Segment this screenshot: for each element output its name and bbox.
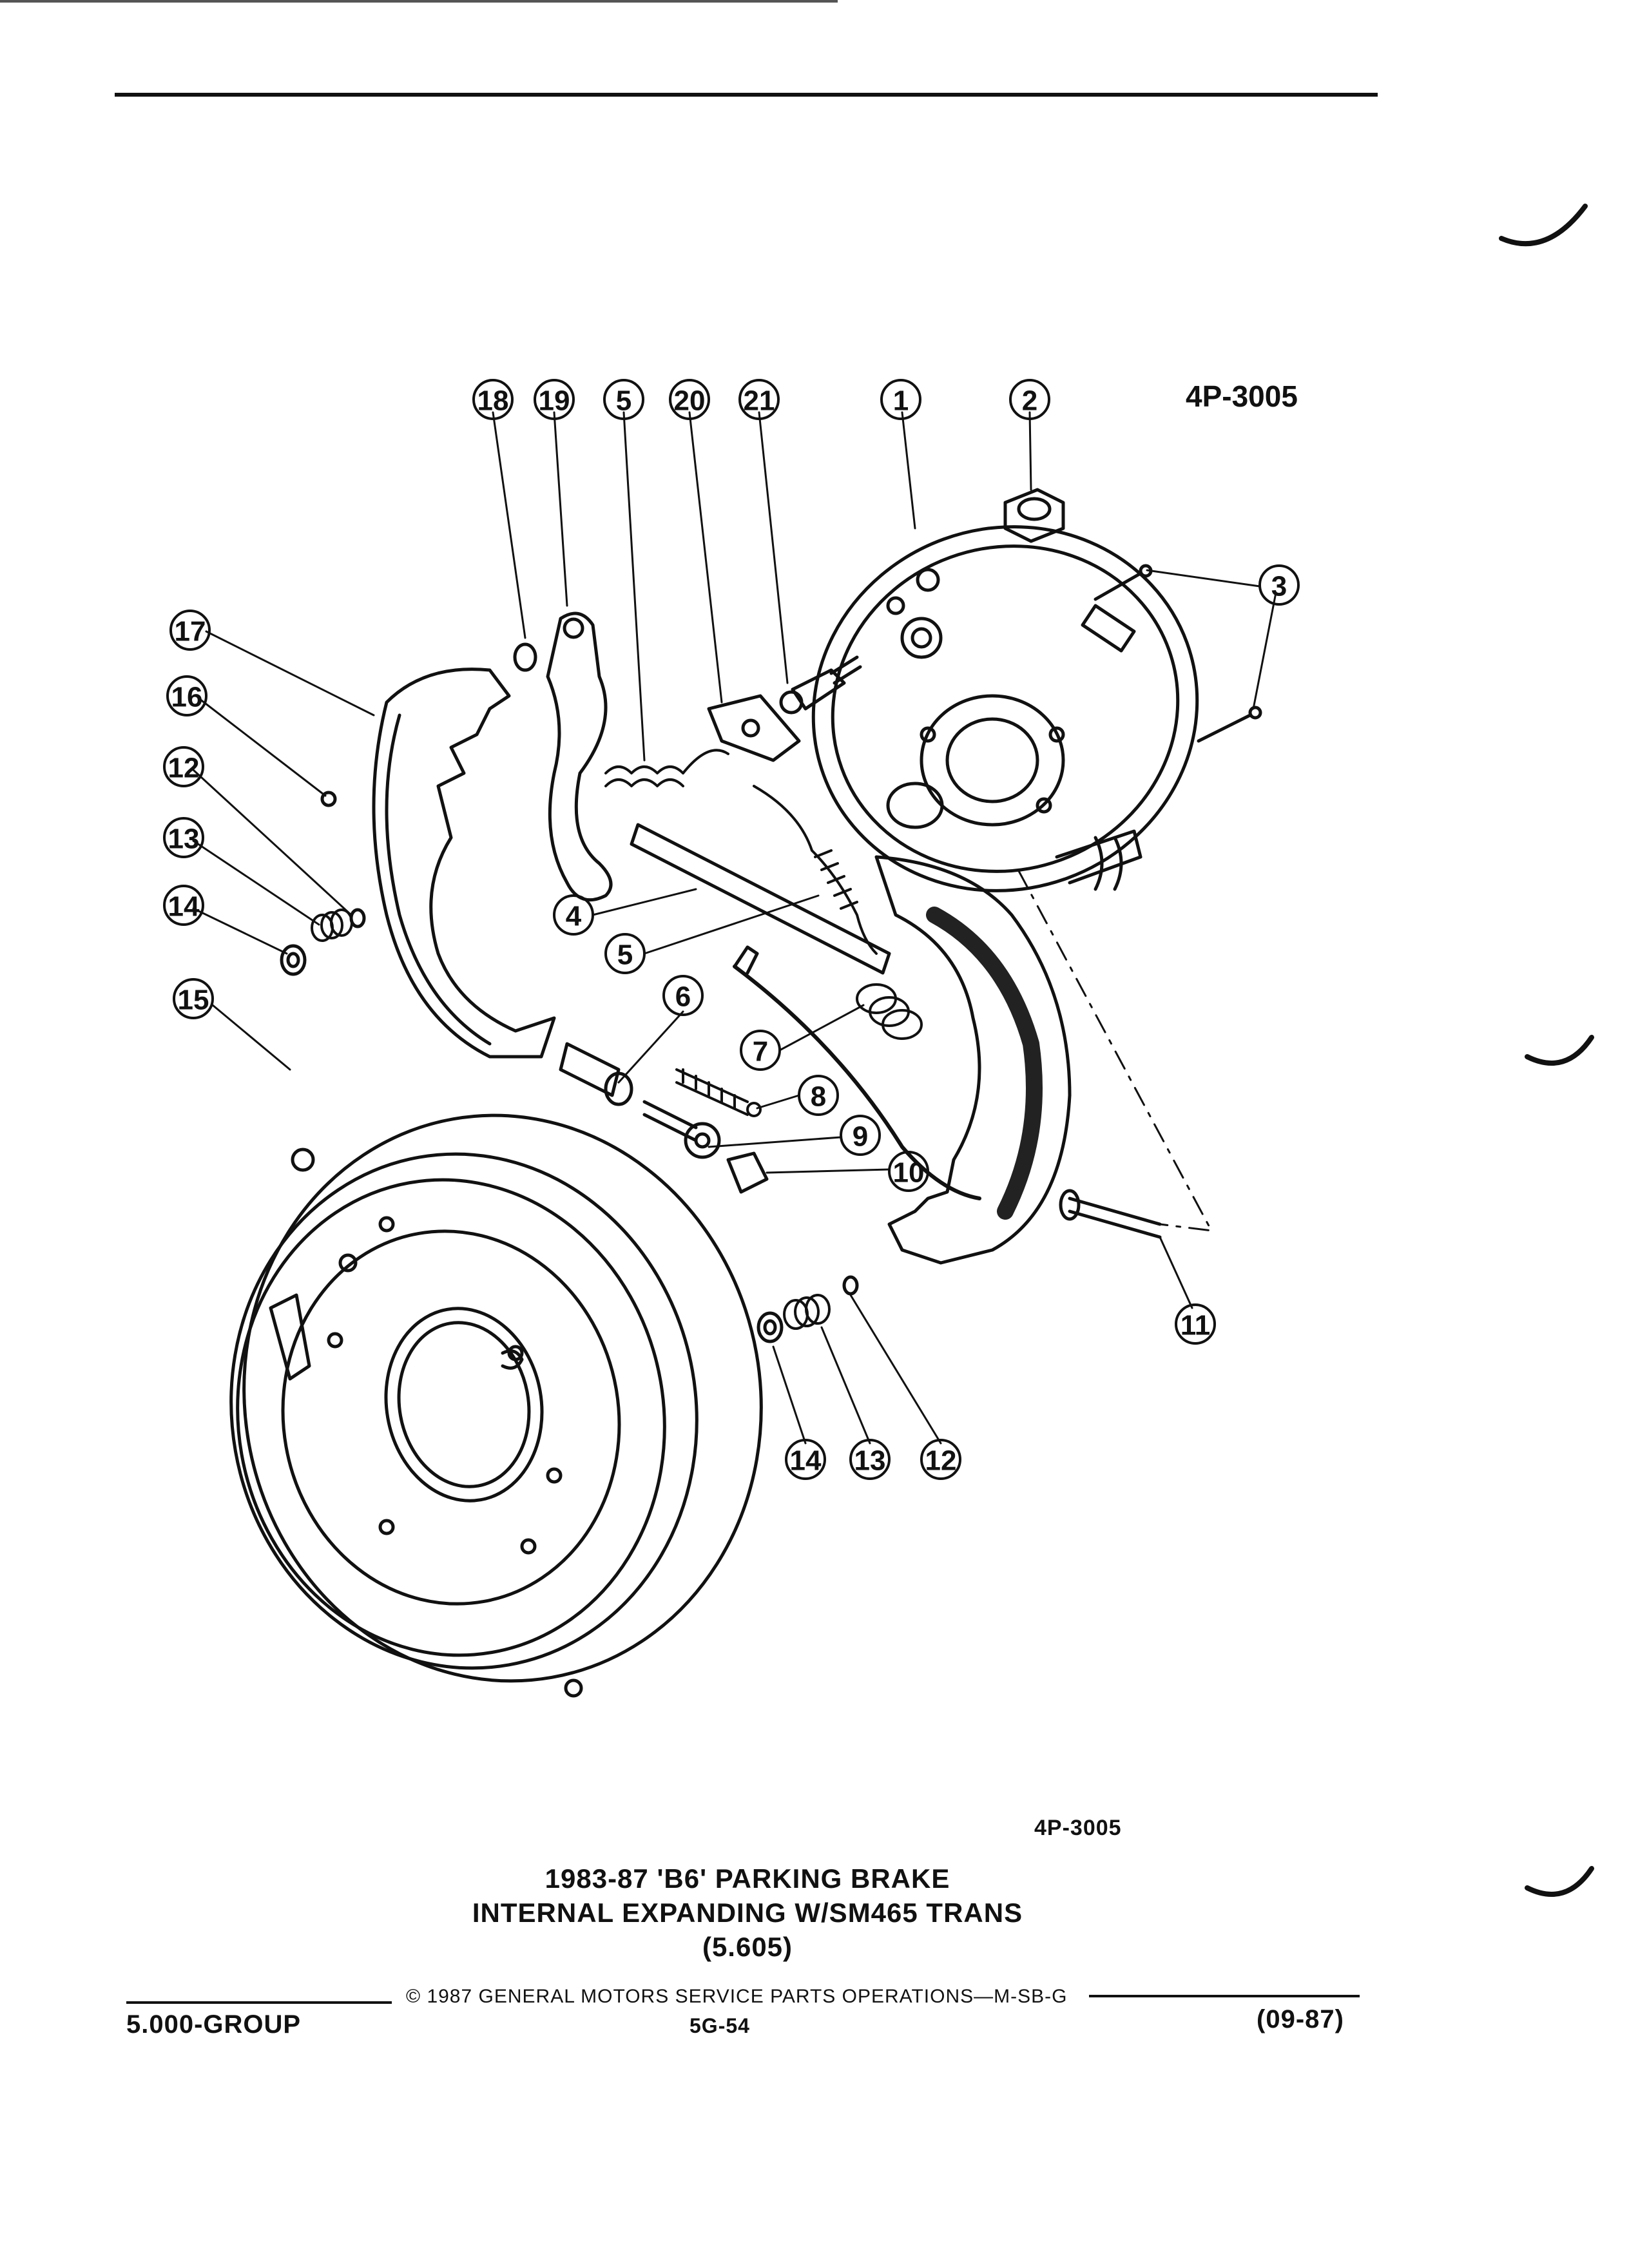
adjuster-screw-21 xyxy=(779,655,862,715)
spring-lower xyxy=(753,785,878,955)
pivot-nut xyxy=(726,1151,769,1194)
pin-upper xyxy=(1094,572,1142,601)
callout-4: 4 xyxy=(566,901,582,932)
pin-lower xyxy=(1197,713,1252,743)
brake-drum xyxy=(229,1113,763,1698)
callout-1: 1 xyxy=(893,385,909,417)
callout-5-top: 5 xyxy=(616,385,631,417)
page-number: 5G-54 xyxy=(689,2014,750,2037)
caption-line-1: 1983-87 'B6' PARKING BRAKE xyxy=(545,1863,950,1894)
callout-16: 16 xyxy=(171,682,203,713)
callout-2: 2 xyxy=(1022,385,1037,417)
primary-shoe xyxy=(372,668,556,1059)
spring-13-left xyxy=(311,908,353,942)
callout-7: 7 xyxy=(753,1036,768,1068)
callout-8: 8 xyxy=(811,1081,826,1113)
callout-3: 3 xyxy=(1271,571,1287,602)
cup-14-left xyxy=(280,944,307,976)
callout-12-left: 12 xyxy=(168,753,200,784)
callout-19: 19 xyxy=(539,385,570,417)
secondary-shoe xyxy=(874,855,1072,1265)
parking-lever xyxy=(546,611,613,902)
callout-5-mid: 5 xyxy=(617,939,633,971)
spring-upper xyxy=(604,749,729,787)
revision-date: (09-87) xyxy=(1257,2005,1344,2033)
cable-spring xyxy=(733,965,981,1200)
footer-rule-left xyxy=(126,2001,392,2004)
cable-path xyxy=(1017,869,1213,1232)
callout-13-left: 13 xyxy=(168,823,200,855)
binder-mark-2 xyxy=(1525,1035,1594,1066)
figure-code-bottom: 4P-3005 xyxy=(1034,1816,1122,1840)
group-label: 5.000-GROUP xyxy=(126,2010,302,2039)
figure-code-top: 4P-3005 xyxy=(1186,380,1298,413)
callout-13-bottom: 13 xyxy=(854,1445,886,1477)
top-rule xyxy=(115,93,1378,97)
callout-11: 11 xyxy=(1181,1310,1211,1341)
adjuster-socket xyxy=(559,1042,621,1097)
hold-down-pin xyxy=(320,791,337,807)
footer-rule-right xyxy=(1089,1995,1360,1997)
copyright-line: © 1987 GENERAL MOTORS SERVICE PARTS OPER… xyxy=(406,1986,1068,2007)
spring-13-bottom xyxy=(783,1294,831,1330)
callout-14-left: 14 xyxy=(168,891,200,923)
backing-plate xyxy=(811,525,1199,892)
lever-plate xyxy=(707,694,801,762)
callout-18: 18 xyxy=(477,385,509,417)
washer-12-left xyxy=(349,908,366,928)
binder-mark-3 xyxy=(1525,1866,1594,1897)
cable-end xyxy=(1059,1189,1162,1239)
washer-12-bottom xyxy=(842,1275,859,1296)
callout-15: 15 xyxy=(178,985,209,1016)
callout-10: 10 xyxy=(893,1157,925,1189)
callout-21: 21 xyxy=(744,385,775,417)
callout-9: 9 xyxy=(853,1121,868,1153)
callout-6: 6 xyxy=(675,981,691,1013)
star-wheel xyxy=(642,1100,721,1159)
binder-mark-1 xyxy=(1499,204,1588,247)
nut xyxy=(1003,488,1065,543)
caption-line-3: (5.605) xyxy=(702,1932,793,1962)
adjuster-screw-8 xyxy=(675,1068,762,1117)
spring-7 xyxy=(856,983,923,1040)
caption-line-2: INTERNAL EXPANDING W/SM465 TRANS xyxy=(472,1898,1023,1928)
retainer-clip xyxy=(513,642,537,672)
callout-20: 20 xyxy=(674,385,706,417)
callout-14-bottom: 14 xyxy=(790,1445,822,1477)
callout-12-bottom: 12 xyxy=(925,1445,957,1477)
cup-14-bottom xyxy=(757,1311,784,1343)
scan-edge-line xyxy=(0,0,838,3)
callout-17: 17 xyxy=(175,616,206,648)
strut xyxy=(630,823,891,975)
